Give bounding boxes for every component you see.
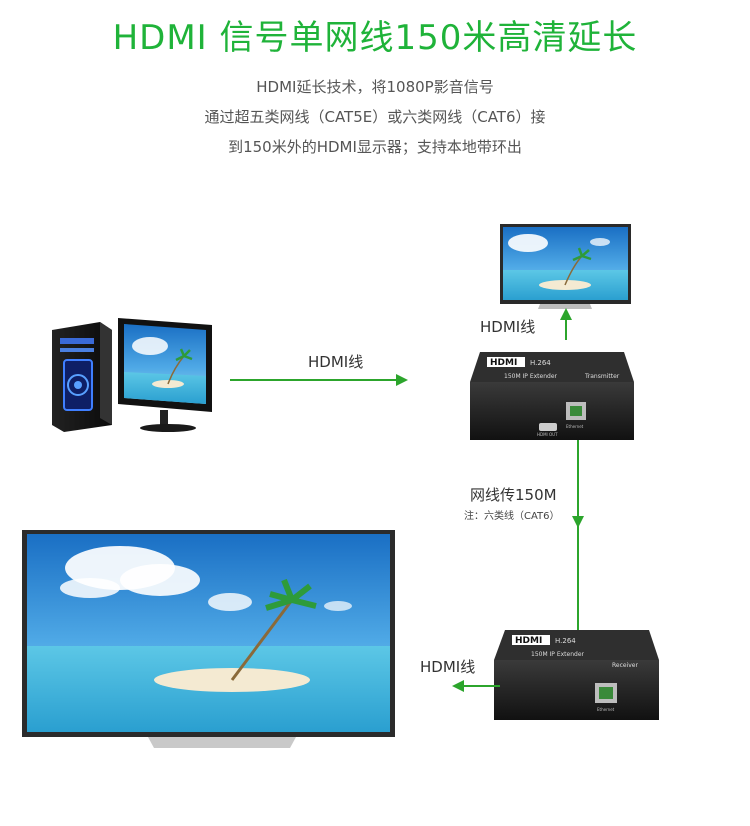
pc-tower-icon bbox=[52, 322, 112, 432]
description-line-1: HDMI延长技术，将1080P影音信号 bbox=[256, 78, 494, 96]
transmitter-hdmi-port-label: HDMI OUT bbox=[537, 432, 558, 437]
label-network-cable: 网线传150M bbox=[470, 486, 557, 504]
connection-lines bbox=[230, 318, 579, 687]
arrow-left-icon bbox=[452, 680, 464, 692]
local-monitor-icon bbox=[500, 224, 631, 309]
arrow-down-icon bbox=[572, 516, 584, 528]
transmitter-role: Transmitter bbox=[584, 373, 620, 380]
description-line-2: 通过超五类网线（CAT5E）或六类网线（CAT6）接 bbox=[204, 108, 546, 126]
transmitter-codec: H.264 bbox=[530, 359, 551, 367]
transmitter-model: 150M IP Extender bbox=[504, 373, 558, 380]
receiver-model: 150M IP Extender bbox=[531, 651, 585, 658]
transmitter-eth-port-label: Ethernet bbox=[566, 424, 584, 429]
arrow-heads bbox=[396, 308, 584, 692]
arrow-up-icon bbox=[560, 308, 572, 320]
tv-display-icon bbox=[22, 530, 395, 748]
receiver-device-icon bbox=[494, 630, 659, 720]
label-hdmi-to-local-monitor: HDMI线 bbox=[480, 318, 536, 336]
label-hdmi-pc-to-transmitter: HDMI线 bbox=[308, 353, 364, 371]
label-hdmi-to-tv: HDMI线 bbox=[420, 658, 476, 676]
description-line-3: 到150米外的HDMI显示器；支持本地带环出 bbox=[228, 138, 522, 156]
pc-monitor-icon bbox=[118, 318, 212, 432]
arrow-right-icon bbox=[396, 374, 408, 386]
receiver-role: Receiver bbox=[612, 662, 638, 669]
transmitter-device-icon bbox=[470, 352, 634, 440]
transmitter-logo: HDMI bbox=[490, 358, 517, 368]
receiver-codec: H.264 bbox=[555, 637, 576, 645]
receiver-logo: HDMI bbox=[515, 636, 542, 646]
receiver-eth-port-label: Ethernet bbox=[597, 707, 615, 712]
page-title: HDMI 信号单网线150米高清延长 bbox=[112, 18, 638, 58]
label-network-note: 注：六类线（CAT6） bbox=[464, 511, 560, 522]
